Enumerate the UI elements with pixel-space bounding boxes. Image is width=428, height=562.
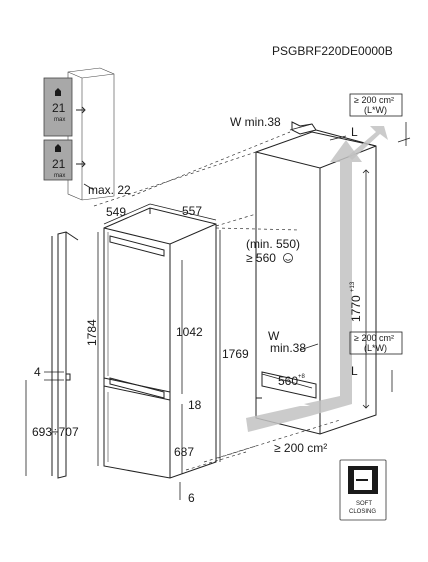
h-687-label: 687 [174, 445, 194, 459]
vent-mid-sub: (L*W) [364, 343, 387, 353]
h-693-707-label: 693÷707 [32, 425, 79, 439]
vent-mid-box [349, 331, 403, 355]
arrow-right-icon [76, 106, 86, 114]
appliance-drawing [103, 207, 217, 479]
w-560-tol: +8 [298, 374, 306, 380]
smile-icon [283, 253, 293, 263]
svg-text:1770: 1770 [349, 295, 363, 322]
svg-text:1784: 1784 [85, 319, 99, 346]
h-4-label: 4 [34, 365, 41, 379]
h-1770-dim: 1770 +13 [349, 281, 363, 322]
weight-icon [55, 144, 61, 152]
max-22-label: max. 22 [88, 183, 131, 197]
W-mid-label: W [268, 329, 280, 343]
airflow-exit-icon [348, 126, 388, 160]
min-38-mid-label: min.38 [270, 341, 306, 355]
upper-kg-unit: max [54, 117, 65, 123]
upper-kg-value: 21 [52, 101, 66, 115]
soft-closing-badge: SOFT CLOSING [339, 459, 387, 521]
vent-bottom-label: ≥ 200 cm² [274, 441, 327, 455]
soft-line2: CLOSING [349, 509, 376, 515]
airflow-arrow-icon [246, 140, 362, 432]
d-557-label: 557 [182, 204, 202, 218]
vent-mid-label: ≥ 200 cm² [354, 333, 394, 343]
min-550-label: (min. 550) [246, 237, 300, 251]
model-code: PSGBRF220DE0000B [272, 44, 393, 58]
lower-kg-unit: max [54, 173, 65, 179]
weight-icon [55, 88, 61, 96]
L-top-label: L [351, 125, 358, 139]
projection-lines [93, 131, 341, 471]
arrow-right-icon [76, 160, 86, 168]
lower-kg-value: 21 [52, 157, 66, 171]
h-18-label: 18 [188, 398, 202, 412]
d-549-label: 549 [106, 205, 126, 219]
svg-text:+13: +13 [350, 281, 356, 292]
niche-drawing [255, 121, 377, 435]
soft-line1: SOFT [356, 501, 372, 507]
w-min-38-top-label: W min.38 [230, 115, 281, 129]
h-1769-label: 1769 [222, 347, 249, 361]
vent-top-box [349, 93, 403, 117]
niche-thumbnail: 21 max 21 max [43, 67, 115, 201]
h-6-label: 6 [188, 491, 195, 505]
vent-top-label: ≥ 200 cm² [354, 95, 394, 105]
h-1784-dim: 1784 [85, 319, 99, 346]
L-mid-label: L [351, 364, 358, 378]
door-panel-drawing [51, 231, 79, 479]
ge-560-label: ≥ 560 [246, 251, 276, 265]
h-1042-label: 1042 [176, 325, 203, 339]
vent-top-sub: (L*W) [364, 105, 387, 115]
upper-door-panel [43, 77, 73, 137]
